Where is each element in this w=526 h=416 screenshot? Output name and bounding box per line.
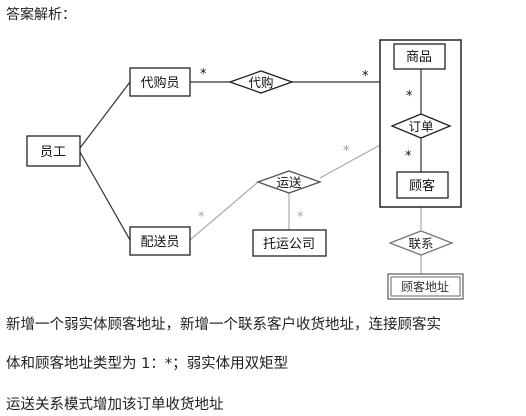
cardinality-product-order: * xyxy=(406,89,413,104)
line-delivery-group xyxy=(319,144,381,179)
entity-customer-address-outer xyxy=(387,273,464,300)
explanation-line-2: 体和顾客地址类型为 1：*；弱实体用双矩型 xyxy=(6,356,289,372)
entity-shipping-company xyxy=(252,229,327,257)
entity-customer xyxy=(396,171,449,199)
entity-agent-label: 代购员 xyxy=(140,75,179,91)
relationship-purchase-label: 代购 xyxy=(248,75,273,90)
order-group-box xyxy=(379,39,462,208)
cardinality-agent-purchase: * xyxy=(200,67,207,82)
relationship-purchase xyxy=(228,70,294,94)
entity-dispatcher-label: 配送员 xyxy=(140,235,179,250)
cardinality-delivery-group: * xyxy=(343,144,350,159)
entity-customer-address-inner xyxy=(390,276,461,297)
cardinality-order-customer: * xyxy=(405,149,412,164)
cardinality-company-delivery: * xyxy=(297,210,304,225)
entity-shipping-company-label: 托运公司 xyxy=(263,237,315,252)
answer-heading: 答案解析： xyxy=(6,7,76,23)
entity-product xyxy=(393,43,446,70)
explanation-line-3: 运送关系模式增加该订单收货地址 xyxy=(6,397,224,413)
entity-customer-label: 顾客 xyxy=(409,178,435,194)
relationship-contact xyxy=(388,230,454,256)
line-staff-agent xyxy=(79,81,131,149)
cardinality-purchase-group: * xyxy=(362,69,369,84)
relationship-delivery-label: 运送 xyxy=(276,175,302,190)
entity-staff xyxy=(26,135,81,167)
entity-dispatcher xyxy=(129,226,191,256)
line-staff-dispatcher xyxy=(79,151,131,241)
entity-staff-label: 员工 xyxy=(40,145,66,160)
relationship-contact-label: 联系 xyxy=(408,236,433,251)
explanation-line-1: 新增一个弱实体顾客地址，新增一个联系客户收货地址，连接顾客实 xyxy=(6,317,441,333)
relationship-order-label: 订单 xyxy=(408,119,433,134)
entity-product-label: 商品 xyxy=(406,50,432,65)
er-diagram: 员工 代购员 配送员 商品 顾客 托运公司 顾客地址 代购 订单 运送 联系 *… xyxy=(26,39,464,300)
relationship-order xyxy=(390,113,452,139)
entity-agent xyxy=(129,67,191,97)
entity-customer-address-label: 顾客地址 xyxy=(401,279,449,294)
cardinality-dispatcher-delivery: * xyxy=(198,210,205,225)
line-dispatcher-delivery xyxy=(189,181,259,241)
relationship-delivery xyxy=(256,170,322,194)
